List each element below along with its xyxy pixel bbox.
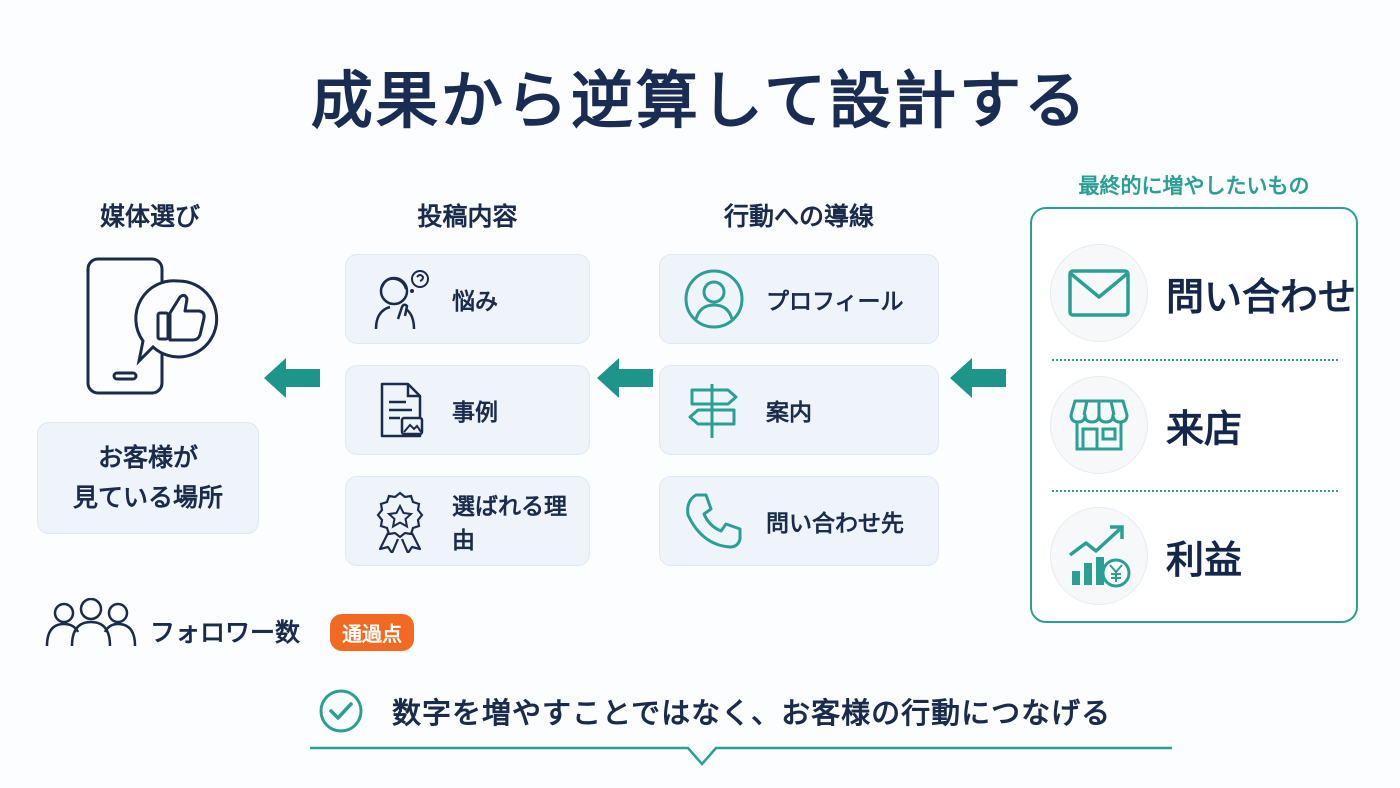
content-heading: 投稿内容: [417, 202, 518, 231]
goals-heading: 最終的に増やしたいもの: [1078, 174, 1310, 198]
content-item-label: 悩み: [452, 289, 498, 315]
goals-box: 問い合わせ 来店 利益: [1030, 207, 1358, 623]
status-badge: 通過点: [330, 614, 414, 651]
media-card: お客様が 見ている場所: [37, 422, 259, 534]
divider: [1052, 490, 1338, 492]
check-circle-icon: [318, 688, 364, 734]
thinking-person-icon: [368, 267, 432, 331]
action-item-contact: 問い合わせ先: [659, 476, 939, 566]
mail-icon: [1050, 244, 1148, 342]
content-item-reasons: 選ばれる理由: [345, 476, 590, 566]
document-icon: [368, 378, 432, 442]
followers-label: フォロワー数: [150, 618, 301, 647]
action-item-profile: プロフィール: [659, 254, 939, 344]
arrow-left-icon: [264, 358, 320, 398]
goal-item-label: 来店: [1166, 406, 1243, 451]
page-title: 成果から逆算して設計する: [310, 64, 1090, 137]
goal-item-label: 問い合わせ: [1166, 274, 1357, 319]
people-group-icon: [44, 597, 139, 650]
action-item-label: プロフィール: [766, 289, 904, 315]
conclusion-text: 数字を増やすことではなく、お客様の行動につなげる: [392, 696, 1112, 730]
store-icon: [1050, 376, 1148, 474]
goal-item-inquiries: 問い合わせ: [1050, 238, 1356, 348]
content-item-label: 事例: [452, 400, 498, 426]
content-item-label: 選ばれる理由: [452, 494, 567, 554]
media-card-line1: お客様が: [97, 443, 198, 472]
action-item-label: 案内: [766, 400, 812, 426]
content-item-cases: 事例: [345, 365, 590, 455]
signpost-icon: [682, 378, 746, 442]
goal-item-label: 利益: [1166, 537, 1243, 582]
content-item-worries: 悩み: [345, 254, 590, 344]
action-heading: 行動への導線: [723, 202, 874, 231]
arrow-left-icon: [950, 358, 1006, 398]
media-card-line2: 見ている場所: [72, 483, 223, 512]
action-item-guide: 案内: [659, 365, 939, 455]
award-ribbon-icon: [368, 489, 432, 555]
phone-icon: [682, 489, 746, 553]
arrow-left-icon: [597, 358, 653, 398]
action-item-label: 問い合わせ先: [766, 511, 904, 537]
user-profile-icon: [682, 267, 746, 331]
profit-growth-icon: [1050, 507, 1148, 605]
goal-item-profit: 利益: [1050, 501, 1340, 611]
goal-item-store-visits: 来店: [1050, 370, 1340, 480]
underline-pointer: [310, 746, 1172, 768]
divider: [1052, 359, 1338, 361]
media-heading: 媒体選び: [99, 202, 200, 231]
smartphone-like-icon: [80, 255, 225, 400]
